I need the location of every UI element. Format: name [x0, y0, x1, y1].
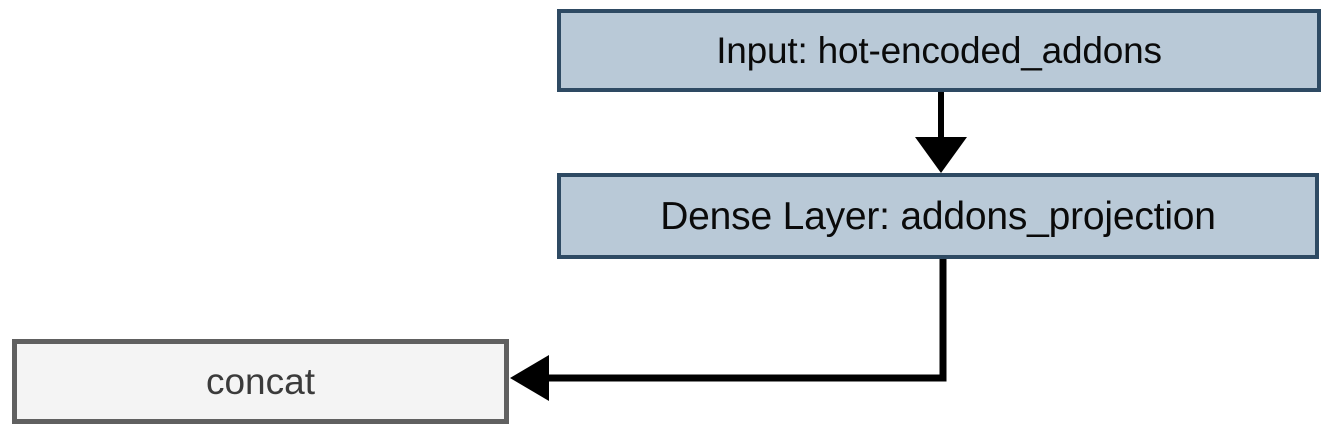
node-input-hot-encoded-addons[interactable]: Input: hot-encoded_addons: [557, 9, 1321, 92]
edge-input-to-dense: [915, 91, 967, 173]
node-concat[interactable]: concat: [12, 339, 509, 424]
node-dense-layer-addons-projection[interactable]: Dense Layer: addons_projection: [557, 173, 1319, 259]
node-label: concat: [205, 361, 315, 402]
edge-dense-to-concat: [510, 259, 947, 401]
node-label: Dense Layer: addons_projection: [660, 194, 1216, 238]
node-label: Input: hot-encoded_addons: [716, 30, 1162, 71]
